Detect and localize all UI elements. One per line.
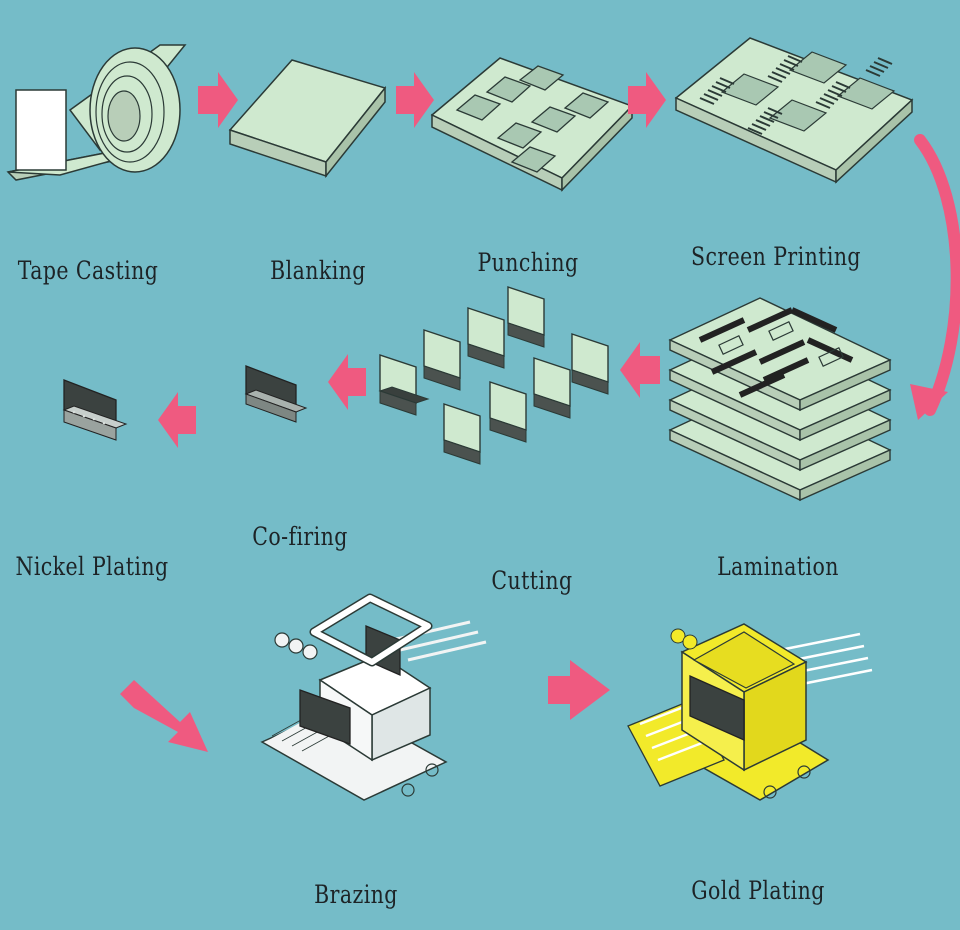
brazing-illustration <box>260 593 487 801</box>
arrow-lamination-cutting <box>620 342 660 398</box>
arrow-curve-head <box>910 384 948 420</box>
arrow-2 <box>396 72 434 128</box>
cutting-illustration <box>378 286 609 465</box>
arrow-nickel-brazing <box>120 680 208 752</box>
label-punching: Punching <box>477 248 579 277</box>
label-gold-plating: Gold Plating <box>691 876 825 905</box>
label-co-firing: Co-firing <box>252 522 348 551</box>
label-lamination: Lamination <box>717 552 839 581</box>
blanking-illustration <box>228 59 387 179</box>
label-nickel-plating: Nickel Plating <box>15 552 169 581</box>
co-firing-illustration <box>244 365 308 423</box>
arrow-curve-screen-lamination <box>914 134 960 416</box>
label-cutting: Cutting <box>491 566 573 595</box>
lamination-illustration <box>668 297 892 502</box>
arrow-3 <box>628 72 666 128</box>
tape-casting-illustration <box>6 44 187 181</box>
arrow-cofiring-nickel <box>158 392 196 448</box>
flow-arrows <box>120 72 666 752</box>
label-blanking: Blanking <box>270 256 366 285</box>
label-screen-printing: Screen Printing <box>691 242 861 271</box>
label-tape-casting: Tape Casting <box>17 256 159 285</box>
arrow-cutting-cofiring <box>328 354 366 410</box>
gold-plating-illustration <box>627 623 873 801</box>
arrow-1 <box>198 72 238 128</box>
label-brazing: Brazing <box>314 880 398 909</box>
screen-printing-illustration <box>674 37 914 184</box>
nickel-plating-illustration <box>62 379 128 441</box>
arrow-brazing-gold <box>548 660 610 720</box>
punching-illustration <box>430 57 634 192</box>
